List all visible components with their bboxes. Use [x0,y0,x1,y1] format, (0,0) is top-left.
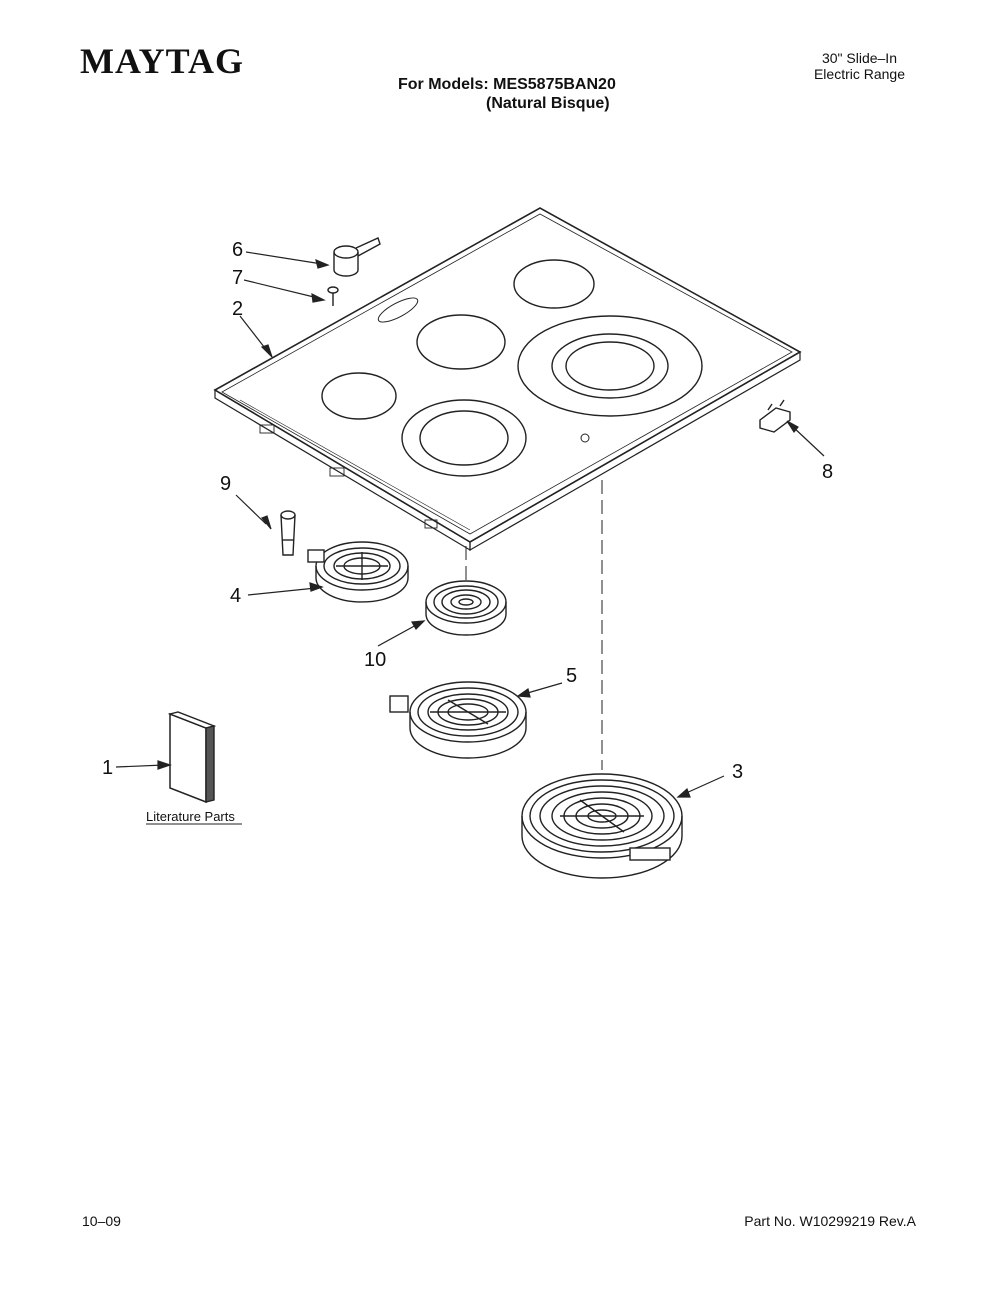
part-7-screw [327,286,339,306]
literature-parts-label: Literature Parts [146,809,235,824]
cooktop-glass [213,207,802,552]
product-line-2: Electric Range [813,66,905,82]
callout-2: 2 [232,298,243,320]
callout-9: 9 [220,473,231,495]
callout-10: 10 [364,649,386,671]
model-heading: For Models: MES5875BAN20 (Natural Bisque… [398,75,616,113]
part-10-element [425,580,507,636]
models-line: For Models: MES5875BAN20 [398,76,616,93]
product-line-1: 30" Slide–In [821,50,897,66]
part-8-clip [759,399,791,433]
product-description: 30" Slide–In Electric Range [814,50,905,82]
part-4-element [307,541,409,603]
part-5-element [389,681,527,759]
callout-8: 8 [822,461,833,483]
callout-4: 4 [230,585,241,607]
callout-5: 5 [566,665,577,687]
part-3-element [521,773,683,879]
part-1-literature [167,711,217,804]
callout-3: 3 [732,761,743,783]
callout-arrows [115,251,825,798]
callout-1: 1 [102,757,113,779]
color-line: (Natural Bisque) [486,95,610,112]
callout-6: 6 [232,239,243,261]
brand-logo: MAYTAG [80,41,245,81]
dashed-leaders [465,480,603,770]
revision-date: 10–09 [82,1213,121,1229]
part-6-bracket [333,237,381,277]
part-9-pin [280,510,296,556]
part-number: Part No. W10299219 Rev.A [744,1213,916,1229]
callout-7: 7 [232,267,243,289]
